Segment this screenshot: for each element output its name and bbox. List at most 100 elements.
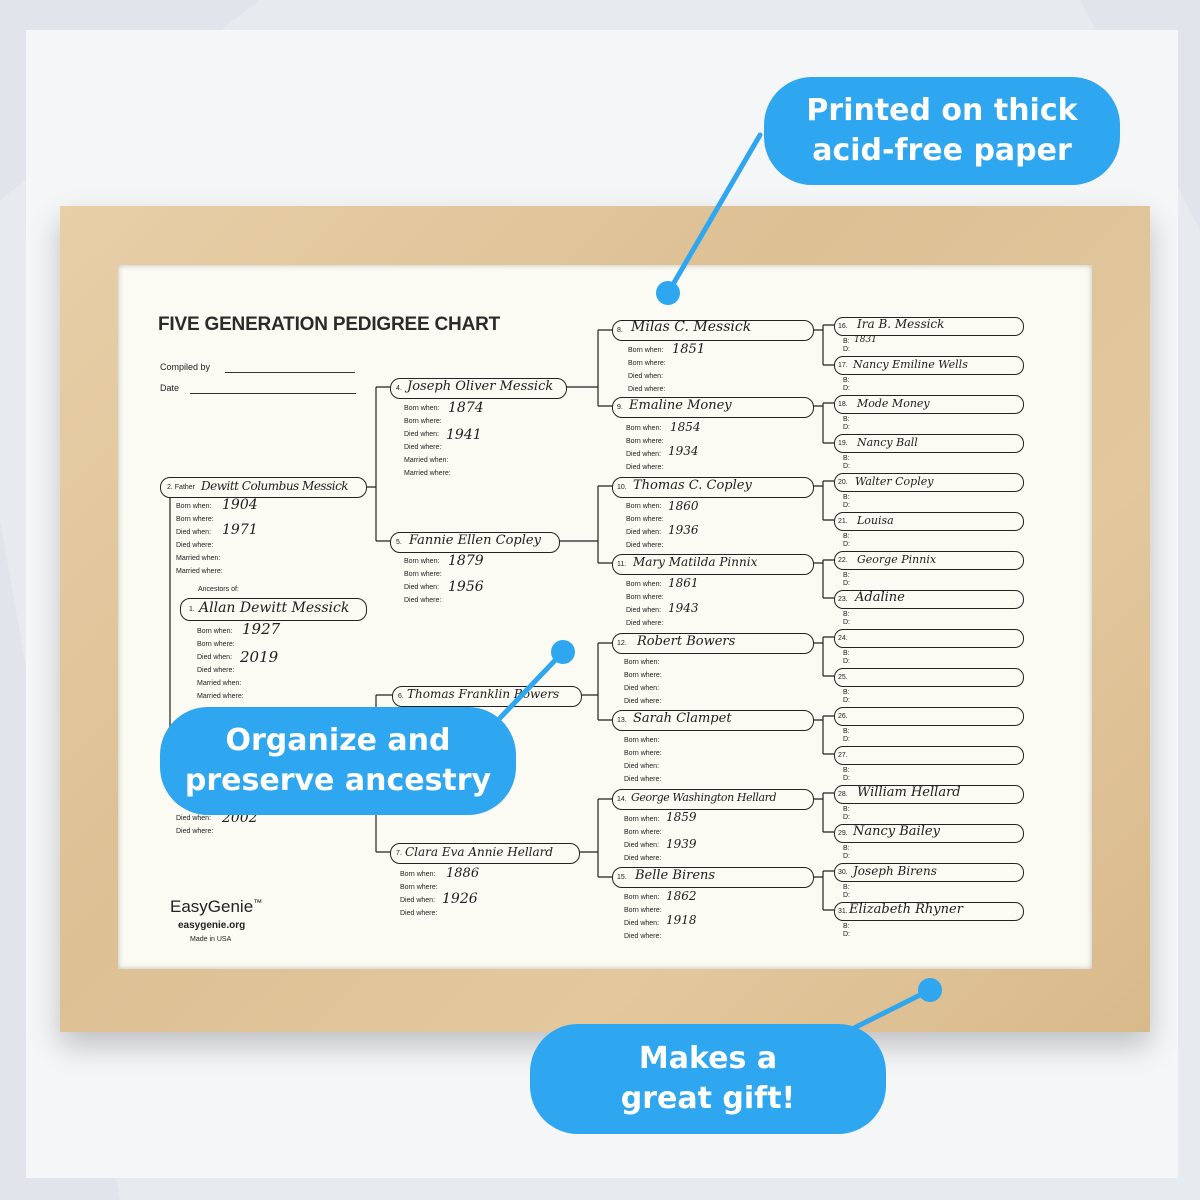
p27-d-label: D: bbox=[843, 775, 850, 782]
p3-died-when-label: Died when: bbox=[176, 815, 212, 822]
person-name-13: Sarah Clampet bbox=[633, 711, 732, 726]
p29-d-label: D: bbox=[843, 853, 850, 860]
callout-gift-line2: great gift! bbox=[620, 1081, 796, 1116]
p2-died-when: 1971 bbox=[222, 522, 258, 538]
p14-born-when-label: Born when: bbox=[624, 816, 660, 823]
person-box-14: 14. George Washington Hellard bbox=[612, 789, 814, 810]
p10-born-when: 1860 bbox=[668, 499, 699, 513]
callout-paper-line1: Printed on thick bbox=[806, 92, 1078, 128]
p9-died-when: 1934 bbox=[668, 444, 699, 458]
p10-born-where-label: Born where: bbox=[626, 516, 664, 523]
p7-born-when: 1886 bbox=[446, 866, 480, 881]
person-name-23: Adaline bbox=[855, 590, 905, 605]
person-box-23: 23. Adaline bbox=[834, 590, 1024, 609]
p14-born-when: 1859 bbox=[666, 810, 697, 824]
p15-born-where-label: Born where: bbox=[624, 907, 662, 914]
person-name-5: Fannie Ellen Copley bbox=[409, 533, 541, 548]
p23-b-label: B: bbox=[843, 611, 850, 618]
person-name-19: Nancy Ball bbox=[857, 436, 918, 449]
person-name-2: Dewitt Columbus Messick bbox=[201, 479, 349, 493]
person-name-9: Emaline Money bbox=[629, 398, 732, 413]
person-number-1: 1. bbox=[189, 606, 195, 613]
person-name-1: Allan Dewitt Messick bbox=[199, 600, 350, 616]
p9-born-where-label: Born where: bbox=[626, 438, 664, 445]
p8-died-when-label: Died when: bbox=[628, 373, 664, 380]
p30-b-label: B: bbox=[843, 884, 850, 891]
p11-died-when: 1943 bbox=[668, 601, 699, 615]
p12-born-where-label: Born where: bbox=[624, 672, 662, 679]
person-name-6: Thomas Franklin Bowers bbox=[407, 687, 560, 701]
person-box-21: 21. Louisa bbox=[834, 512, 1024, 531]
p10-born-when-label: Born when: bbox=[626, 503, 662, 510]
person-number-7: 7. bbox=[396, 850, 402, 857]
person-number-14: 14. bbox=[617, 796, 627, 803]
p14-died-when: 1939 bbox=[666, 837, 697, 851]
p5-born-when-label: Born when: bbox=[404, 558, 440, 565]
p1-died-where-label: Died where: bbox=[197, 667, 235, 674]
p7-born-when-label: Born when: bbox=[400, 871, 436, 878]
p13-died-when-label: Died when: bbox=[624, 763, 660, 770]
p20-b-label: B: bbox=[843, 494, 850, 501]
p15-born-when: 1862 bbox=[666, 889, 697, 903]
person-box-27: 27. bbox=[834, 746, 1024, 765]
callout-paper-dot bbox=[656, 281, 680, 305]
p1-married-when-label: Married when: bbox=[197, 680, 242, 687]
p15-died-when: 1918 bbox=[666, 913, 697, 927]
person-box-1: 1. Allan Dewitt Messick bbox=[180, 598, 367, 621]
person-number-21: 21. bbox=[838, 518, 848, 525]
callout-gift-dot bbox=[918, 978, 942, 1002]
p13-born-when-label: Born when: bbox=[624, 737, 660, 744]
p25-d-label: D: bbox=[843, 697, 850, 704]
person-name-30: Joseph Birens bbox=[853, 864, 937, 878]
p19-b-label: B: bbox=[843, 455, 850, 462]
brand-url: easygenie.org bbox=[178, 920, 246, 931]
person-box-7: 7. Clara Eva Annie Hellard bbox=[390, 843, 580, 864]
p4-married-where-label: Married where: bbox=[404, 470, 451, 477]
p4-died-when-label: Died when: bbox=[404, 431, 440, 438]
p1-died-when-label: Died when: bbox=[197, 654, 233, 661]
callout-gift-line1: Makes a bbox=[638, 1040, 778, 1076]
person-number-12: 12. bbox=[617, 640, 627, 647]
p5-born-when: 1879 bbox=[448, 553, 484, 569]
p11-born-when: 1861 bbox=[668, 576, 699, 590]
p2-born-where-label: Born where: bbox=[176, 516, 214, 523]
callout-gift: Makes a great gift! bbox=[530, 1024, 886, 1134]
person-box-18: 18. Mode Money bbox=[834, 395, 1024, 414]
p1-married-where-label: Married where: bbox=[197, 693, 244, 700]
chart-title: FIVE GENERATION PEDIGREE CHART bbox=[158, 314, 501, 335]
brand-name-text: EasyGenie bbox=[170, 897, 254, 916]
person-name-4: Joseph Oliver Messick bbox=[407, 379, 554, 394]
callout-organize-line1: Organize and bbox=[225, 722, 451, 758]
p8-born-when: 1851 bbox=[672, 342, 706, 357]
p18-b-label: B: bbox=[843, 416, 850, 423]
p2-died-when-label: Died when: bbox=[176, 529, 212, 536]
person-number-11: 11. bbox=[617, 561, 627, 568]
person-name-12: Robert Bowers bbox=[637, 634, 736, 649]
p4-died-where-label: Died where: bbox=[404, 444, 442, 451]
p11-died-when-label: Died when: bbox=[626, 607, 662, 614]
person-number-25: 25. bbox=[838, 674, 848, 681]
p24-b-label: B: bbox=[843, 650, 850, 657]
person-number-16: 16. bbox=[838, 323, 848, 330]
p4-died-when: 1941 bbox=[446, 427, 482, 443]
p11-born-when-label: Born when: bbox=[626, 581, 662, 588]
person-box-11: 11. Mary Matilda Pinnix bbox=[612, 554, 814, 575]
p13-born-where-label: Born where: bbox=[624, 750, 662, 757]
date-line bbox=[190, 393, 356, 394]
person-box-4: 4. Joseph Oliver Messick bbox=[390, 378, 567, 399]
p16-d-label: D: bbox=[843, 346, 850, 353]
person-number-23: 23. bbox=[838, 596, 848, 603]
date-label: Date bbox=[160, 383, 180, 393]
person-box-28: 28. William Hellard bbox=[834, 785, 1024, 804]
p8-died-where-label: Died where: bbox=[628, 386, 666, 393]
p11-born-where-label: Born where: bbox=[626, 594, 664, 601]
person-box-19: 19. Nancy Ball bbox=[834, 434, 1024, 453]
person-name-20: Walter Copley bbox=[855, 475, 934, 488]
person-number-9: 9. bbox=[617, 404, 623, 411]
callout-organize-line2: preserve ancestry bbox=[184, 763, 492, 798]
person-number-19: 19. bbox=[838, 440, 848, 447]
p4-born-when-label: Born when: bbox=[404, 405, 440, 412]
person-box-16: 16. Ira B. Messick bbox=[834, 317, 1024, 336]
p25-b-label: B: bbox=[843, 689, 850, 696]
person-name-16: Ira B. Messick bbox=[857, 317, 945, 331]
